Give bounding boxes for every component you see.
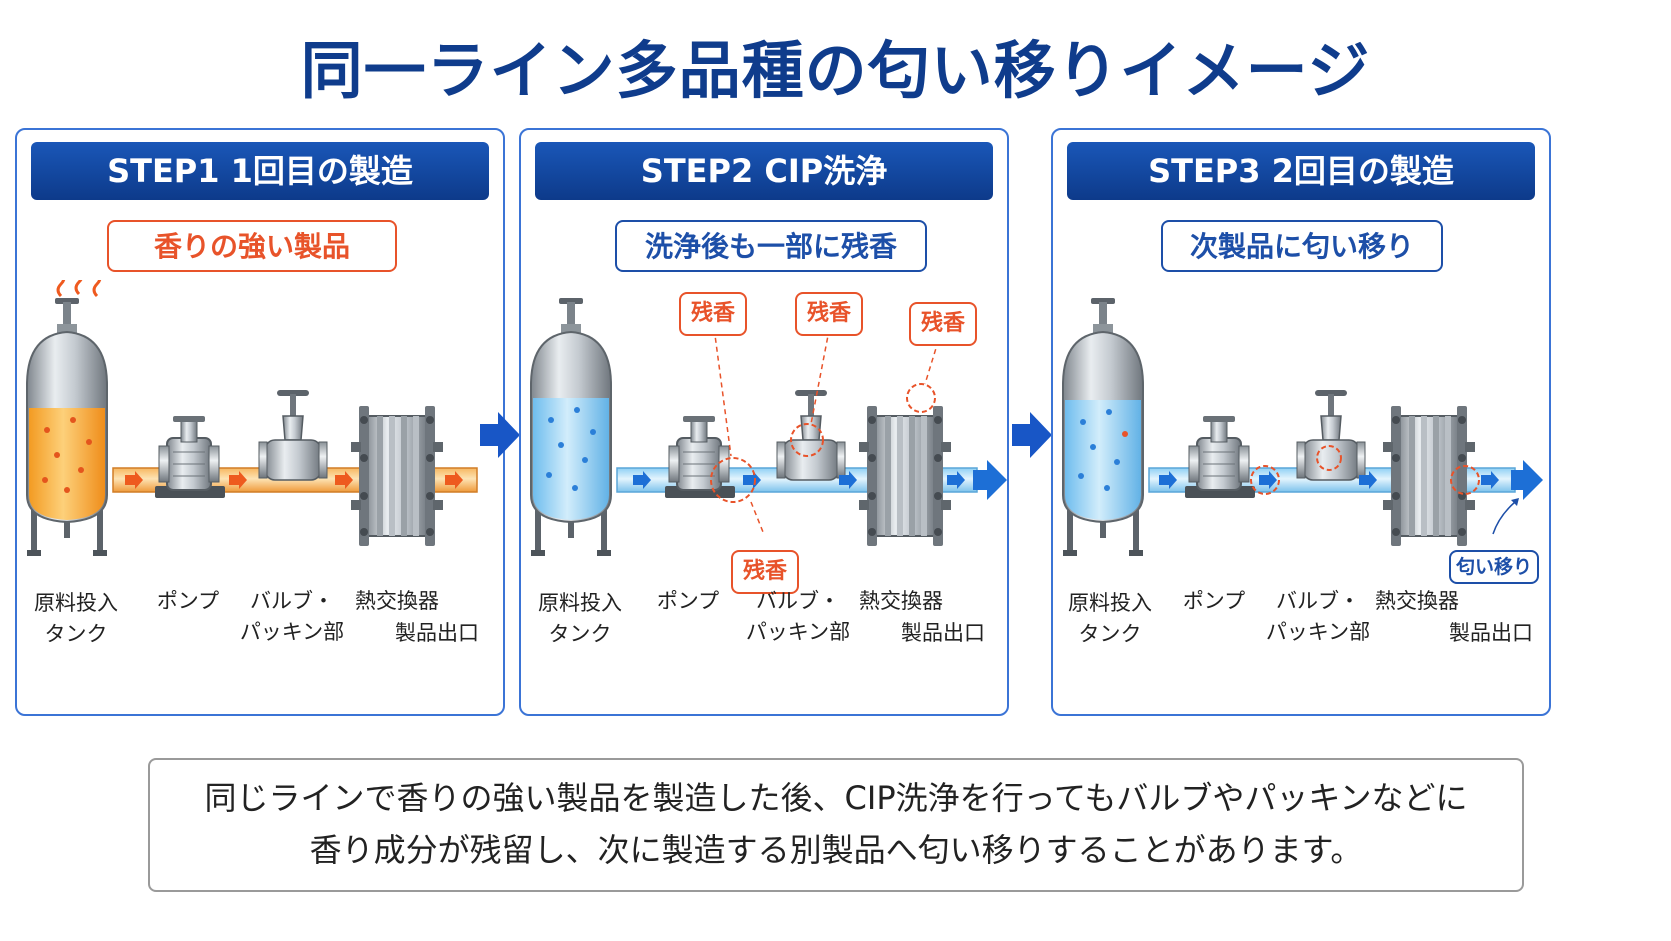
label-exchanger: 熱交換器 — [1375, 589, 1459, 613]
transfer-tag: 匂い移り — [1449, 550, 1539, 584]
label-valve: バルブ・パッキン部 — [745, 589, 851, 644]
transfer-spot-valve — [1316, 445, 1342, 471]
step3-subtitle: 次製品に匂い移り — [1161, 220, 1443, 272]
explanation-note: 同じラインで香りの強い製品を製造した後、CIP洗浄を行ってもバルブやパッキンなど… — [148, 758, 1524, 892]
step2-header: STEP2 CIP洗浄 — [535, 142, 993, 200]
residual-spot-pump — [710, 457, 756, 503]
step1-subtitle: 香りの強い製品 — [107, 220, 397, 272]
step3-header: STEP3 2回目の製造 — [1067, 142, 1535, 200]
label-valve: バルブ・パッキン部 — [239, 589, 345, 644]
residual-tag-3: 残香 — [909, 302, 977, 346]
label-outlet: 製品出口 — [901, 621, 985, 645]
label-tank: 原料投入タンク — [1068, 591, 1152, 646]
step2-subtitle: 洗浄後も一部に残香 — [615, 220, 927, 272]
step1-process-line — [26, 280, 478, 557]
label-exchanger: 熱交換器 — [859, 589, 943, 613]
transfer-spot-pump — [1250, 465, 1280, 495]
valve — [258, 389, 328, 481]
label-pump: ポンプ — [156, 589, 220, 613]
heat-exchanger — [1382, 405, 1476, 547]
heat-exchanger — [350, 405, 444, 547]
outlet-arrow-icon — [973, 460, 1007, 500]
valve — [776, 389, 846, 481]
heat-exchanger — [858, 405, 952, 547]
label-outlet: 製品出口 — [1449, 621, 1533, 645]
label-tank: 原料投入タンク — [34, 591, 118, 646]
label-tank: 原料投入タンク — [538, 591, 622, 646]
step2-process-line — [530, 297, 1007, 557]
label-pump: ポンプ — [656, 589, 720, 613]
note-line-1: 同じラインで香りの強い製品を製造した後、CIP洗浄を行ってもバルブやパッキンなど… — [204, 779, 1468, 817]
note-line-2: 香り成分が残留し、次に製造する別製品へ匂い移りすることがあります。 — [309, 831, 1363, 869]
step1-panel: STEP1 1回目の製造 香りの強い製品 原料投入タンク ポンプ — [15, 128, 505, 716]
label-pump: ポンプ — [1182, 589, 1246, 613]
step1-header: STEP1 1回目の製造 — [31, 142, 489, 200]
transfer-spot-exchanger — [1450, 465, 1480, 495]
next-step-arrow-icon — [1012, 412, 1052, 458]
residual-spot-valve — [790, 423, 824, 457]
label-valve: バルブ・パッキン部 — [1265, 589, 1371, 644]
residual-tag-2: 残香 — [795, 292, 863, 336]
label-outlet: 製品出口 — [395, 621, 479, 645]
outlet-arrow-icon — [1511, 460, 1543, 500]
next-step-arrow-icon — [480, 412, 520, 458]
residual-tag-4: 残香 — [731, 550, 799, 594]
residual-tag-1: 残香 — [679, 292, 747, 336]
aroma-steam-icon — [56, 280, 102, 298]
raw-material-tank — [1062, 297, 1144, 557]
step2-panel: STEP2 CIP洗浄 洗浄後も一部に残香 残香 残香 残香 残香 — [519, 128, 1009, 716]
raw-material-tank — [530, 297, 612, 557]
residual-spot-exchanger — [906, 383, 936, 413]
raw-material-tank — [26, 297, 108, 557]
step3-panel: STEP3 2回目の製造 次製品に匂い移り 匂い移り 原料投入タンク ポンプ バ… — [1051, 128, 1551, 716]
step3-process-line — [1062, 297, 1543, 557]
page-title: 同一ライン多品種の匂い移りイメージ — [300, 34, 1371, 107]
label-exchanger: 熱交換器 — [355, 589, 439, 613]
valve — [1296, 389, 1366, 481]
